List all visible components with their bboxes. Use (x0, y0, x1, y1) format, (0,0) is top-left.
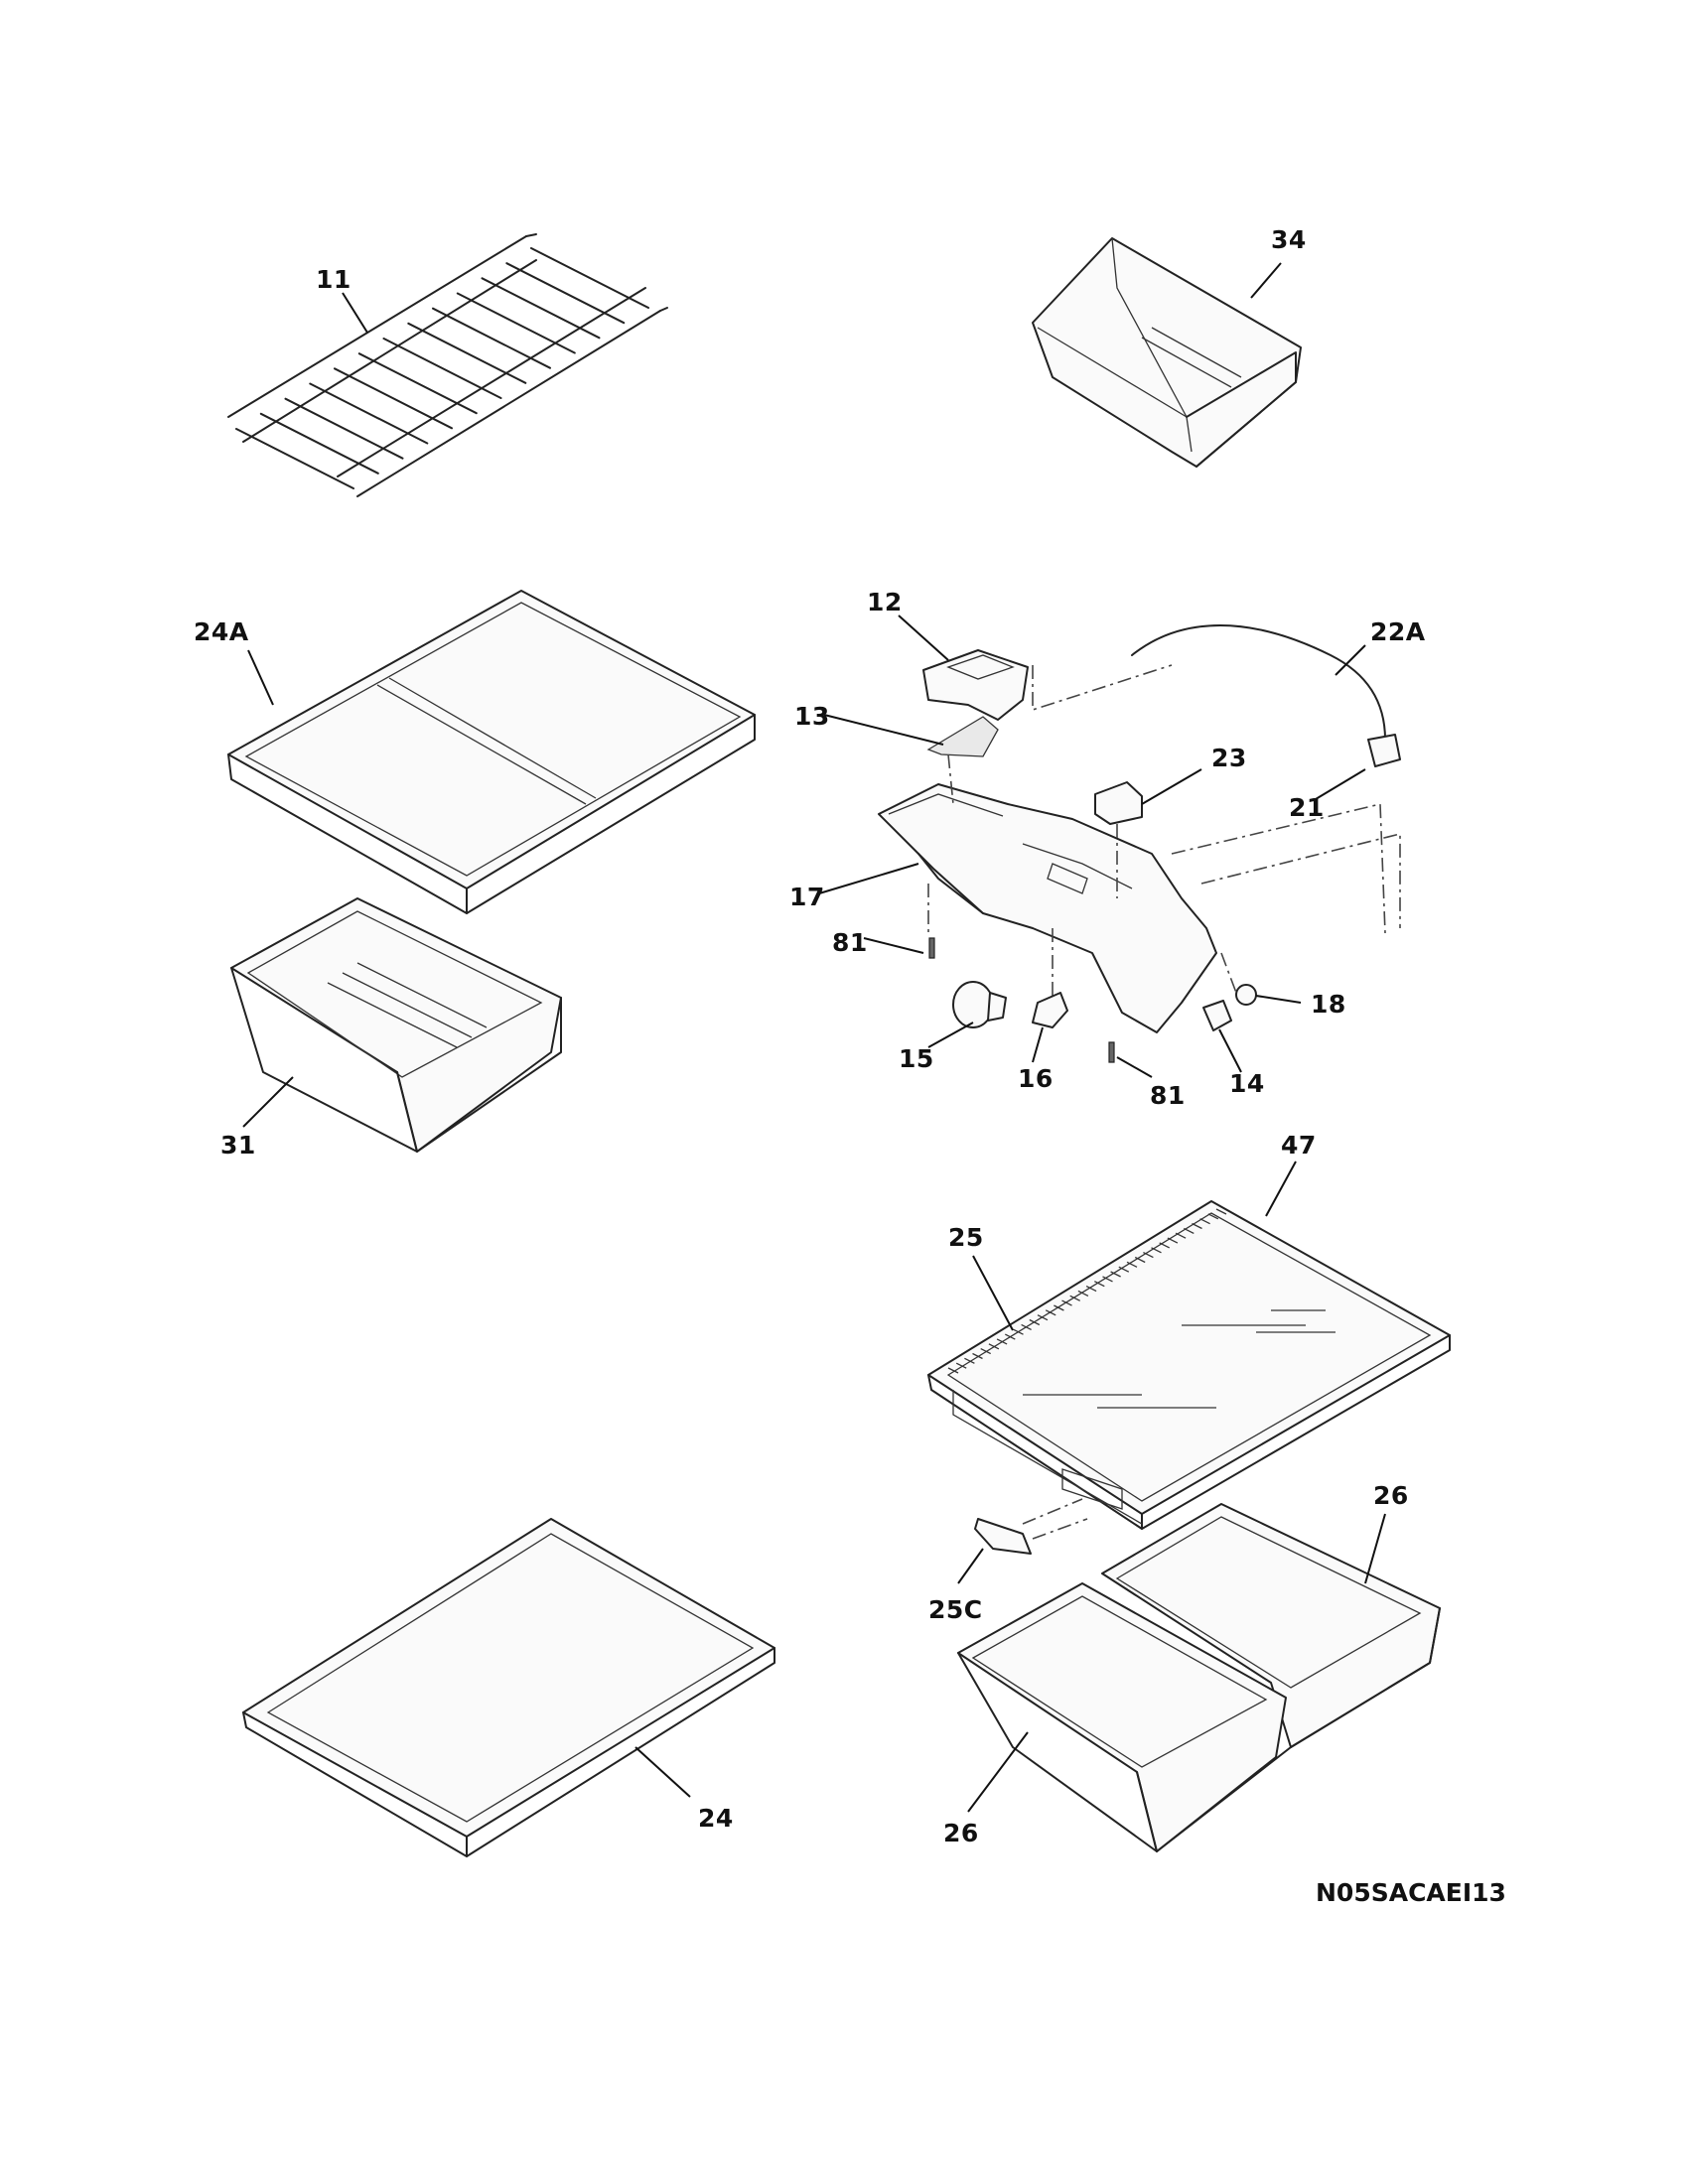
callout-23: 23 (1211, 744, 1247, 772)
part-13-lens (926, 716, 999, 757)
part-16-socket (1032, 992, 1068, 1028)
part-12-cover (922, 649, 1029, 721)
light-housing-assembly (878, 624, 1401, 1063)
bin-34 (1032, 237, 1302, 468)
callout-25C: 25C (928, 1595, 983, 1624)
callout-13: 13 (794, 702, 830, 731)
callout-17: 17 (789, 883, 825, 911)
callout-34: 34 (1271, 225, 1307, 254)
callout-21: 21 (1289, 793, 1325, 822)
callout-12: 12 (867, 588, 903, 616)
leader-lines (242, 262, 1386, 1813)
callout-22A: 22A (1370, 617, 1426, 646)
crisper-pans-26 (957, 1503, 1441, 1852)
part-81-screw (1108, 1041, 1115, 1063)
glass-shelf-24A (227, 590, 756, 914)
part-14-switch (1202, 1000, 1232, 1031)
crisper-cover-25-47 (927, 1200, 1451, 1530)
part-22A-wire (1131, 624, 1386, 741)
callout-47: 47 (1281, 1131, 1317, 1160)
part-25C (974, 1498, 1088, 1555)
part-18-plug (1235, 984, 1257, 1006)
glass-shelf-24 (242, 1518, 775, 1857)
crisper-pan-31 (230, 897, 562, 1153)
callout-26-bottom: 26 (943, 1819, 979, 1847)
callout-24: 24 (698, 1804, 734, 1833)
part-23-switch (1094, 781, 1143, 825)
callout-81-left: 81 (832, 928, 868, 957)
callout-31: 31 (220, 1131, 256, 1160)
callout-15: 15 (899, 1044, 934, 1073)
callout-labels: 11 34 24A 12 22A 13 23 21 17 81 18 15 16… (194, 225, 1506, 1907)
callout-26-top: 26 (1373, 1481, 1409, 1510)
callout-24A: 24A (194, 617, 249, 646)
part-21-connector (1367, 734, 1401, 767)
part-81-screw (928, 937, 935, 959)
part-15-bulb (952, 981, 994, 1028)
callout-16: 16 (1018, 1064, 1054, 1093)
drawing-code: N05SACAEI13 (1316, 1878, 1506, 1907)
callout-11: 11 (316, 265, 352, 294)
callout-18: 18 (1311, 990, 1346, 1019)
callout-25: 25 (948, 1223, 984, 1252)
callout-14: 14 (1229, 1069, 1265, 1098)
callout-81-right: 81 (1150, 1081, 1186, 1110)
wire-shelf-11 (227, 233, 668, 497)
part-17-housing (878, 783, 1217, 1033)
